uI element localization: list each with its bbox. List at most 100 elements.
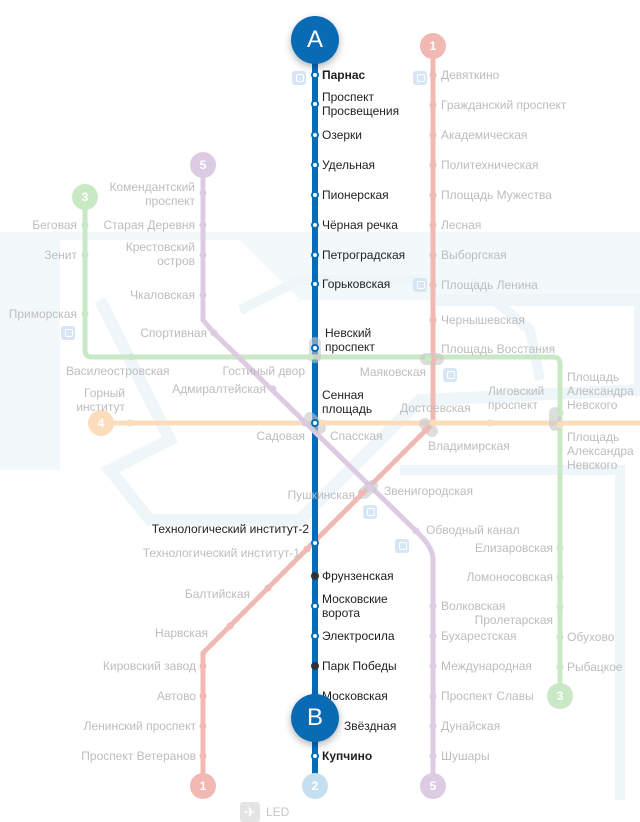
station-label[interactable]: Озерки <box>322 128 363 142</box>
station-label[interactable]: Спортивная <box>140 326 207 340</box>
station-dot[interactable] <box>199 189 207 197</box>
station-label[interactable]: Обухово <box>567 630 615 644</box>
station-label[interactable]: Адмиралтейская <box>172 382 266 396</box>
station-label[interactable]: Садовая <box>256 429 305 443</box>
station-dot[interactable] <box>226 622 234 630</box>
station-dot[interactable] <box>424 355 432 363</box>
station-label[interactable]: Петроградская <box>322 248 406 262</box>
station-dot[interactable] <box>429 131 437 139</box>
station-dot[interactable] <box>311 251 319 259</box>
station-label[interactable]: Парк Победы <box>322 659 397 673</box>
station-label[interactable]: Сенная площадь <box>322 388 373 416</box>
station-dot[interactable] <box>311 161 319 169</box>
station-label[interactable]: Проспект Ветеранов <box>81 749 196 763</box>
station-dot[interactable] <box>264 584 272 592</box>
station-label[interactable]: Площадь Александра Невского <box>567 370 634 412</box>
station-label[interactable]: Горьковская <box>322 277 391 291</box>
station-label[interactable]: Звёздная <box>344 719 397 733</box>
station-dot[interactable] <box>311 539 319 547</box>
station-label[interactable]: Чкаловская <box>130 288 195 302</box>
station-dot[interactable] <box>199 221 207 229</box>
station-dot[interactable] <box>429 161 437 169</box>
station-dot[interactable] <box>199 692 207 700</box>
station-label[interactable]: Площадь Александра Невского <box>567 430 634 472</box>
station-label[interactable]: Чёрная речка <box>322 218 398 232</box>
station-label[interactable]: Обводный канал <box>426 523 520 537</box>
line-5-badge[interactable]: 5 <box>420 773 446 799</box>
station-dot[interactable] <box>358 489 366 497</box>
station-label[interactable]: Удельная <box>322 158 376 172</box>
station-label[interactable]: Владимирская <box>428 439 510 453</box>
station-dot[interactable] <box>422 426 430 434</box>
station-label[interactable]: Дунайская <box>441 719 501 733</box>
station-dot[interactable] <box>301 419 309 427</box>
station-label[interactable]: Горный институт <box>76 386 125 414</box>
station-dot[interactable] <box>556 421 564 429</box>
station-label[interactable]: Маяковская <box>359 365 426 379</box>
station-label[interactable]: Академическая <box>441 128 528 142</box>
station-label[interactable]: Гражданский проспект <box>441 98 567 112</box>
line-1-badge[interactable]: 1 <box>420 33 446 59</box>
route-end-marker[interactable]: B <box>291 694 339 742</box>
station-label[interactable]: Нарвская <box>155 626 208 640</box>
station-label[interactable]: Международная <box>441 659 532 673</box>
station-label[interactable]: Волковская <box>441 599 506 613</box>
station-label[interactable]: Технологический институт-1 <box>142 546 300 560</box>
station-label[interactable]: Технологический институт-2 <box>151 522 309 536</box>
station-label[interactable]: Пушкинская <box>287 488 355 502</box>
station-dot[interactable] <box>311 191 319 199</box>
station-dot[interactable] <box>126 419 134 427</box>
station-label[interactable]: Электросила <box>322 629 395 643</box>
station-dot[interactable] <box>366 484 374 492</box>
station-dot[interactable] <box>429 419 437 427</box>
station-label[interactable]: Рыбацкое <box>567 660 623 674</box>
station-dot[interactable] <box>199 752 207 760</box>
station-label[interactable]: Лиговский проспект <box>488 384 545 412</box>
station-label[interactable]: Площадь Ленина <box>441 278 538 292</box>
station-dot[interactable] <box>429 251 437 259</box>
station-label[interactable]: Беговая <box>32 218 77 232</box>
station-label[interactable]: Елизаровская <box>474 541 553 555</box>
station-dot[interactable] <box>81 221 89 229</box>
station-dot[interactable] <box>429 71 437 79</box>
station-label[interactable]: Василеостровская <box>66 364 170 378</box>
station-label[interactable]: Девяткино <box>441 68 500 82</box>
station-dot[interactable] <box>556 663 564 671</box>
station-label[interactable]: Московская <box>322 689 388 703</box>
station-dot[interactable] <box>556 573 564 581</box>
station-label[interactable]: Бухарестская <box>441 629 517 643</box>
station-label[interactable]: Достоевская <box>400 401 471 415</box>
station-label[interactable]: Автово <box>156 689 196 703</box>
station-dot[interactable] <box>81 310 89 318</box>
station-label[interactable]: Спасская <box>330 429 383 443</box>
station-dot[interactable] <box>303 545 311 553</box>
station-dot[interactable] <box>429 191 437 199</box>
station-dot[interactable] <box>486 419 494 427</box>
station-label[interactable]: Кировский завод <box>102 659 196 673</box>
station-label[interactable]: Площадь Мужества <box>441 188 552 202</box>
station-dot[interactable] <box>311 71 319 79</box>
station-label[interactable]: Невский проспект <box>325 326 375 354</box>
airport-led[interactable]: ✈ LED <box>240 802 289 822</box>
station-dot[interactable] <box>269 385 277 393</box>
route-start-marker[interactable]: A <box>291 16 339 64</box>
station-dot[interactable] <box>429 722 437 730</box>
station-dot[interactable] <box>412 527 420 535</box>
station-label[interactable]: Площадь Восстания <box>441 342 556 356</box>
station-dot[interactable] <box>81 251 89 259</box>
station-dot[interactable] <box>311 131 319 139</box>
station-dot[interactable] <box>199 662 207 670</box>
station-label[interactable]: Фрунзенская <box>322 569 394 583</box>
station-dot[interactable] <box>556 603 564 611</box>
line-4-badge[interactable]: 4 <box>88 410 114 436</box>
station-dot[interactable] <box>429 316 437 324</box>
station-dot[interactable] <box>311 419 319 427</box>
station-label[interactable]: Крестовский остров <box>125 240 195 268</box>
station-label[interactable]: Шушары <box>441 749 490 763</box>
station-dot[interactable] <box>429 632 437 640</box>
station-dot[interactable] <box>311 632 319 640</box>
station-label[interactable]: Ломоносовская <box>466 570 553 584</box>
station-dot[interactable] <box>556 633 564 641</box>
station-dot[interactable] <box>429 355 437 363</box>
station-dot[interactable] <box>556 409 564 417</box>
